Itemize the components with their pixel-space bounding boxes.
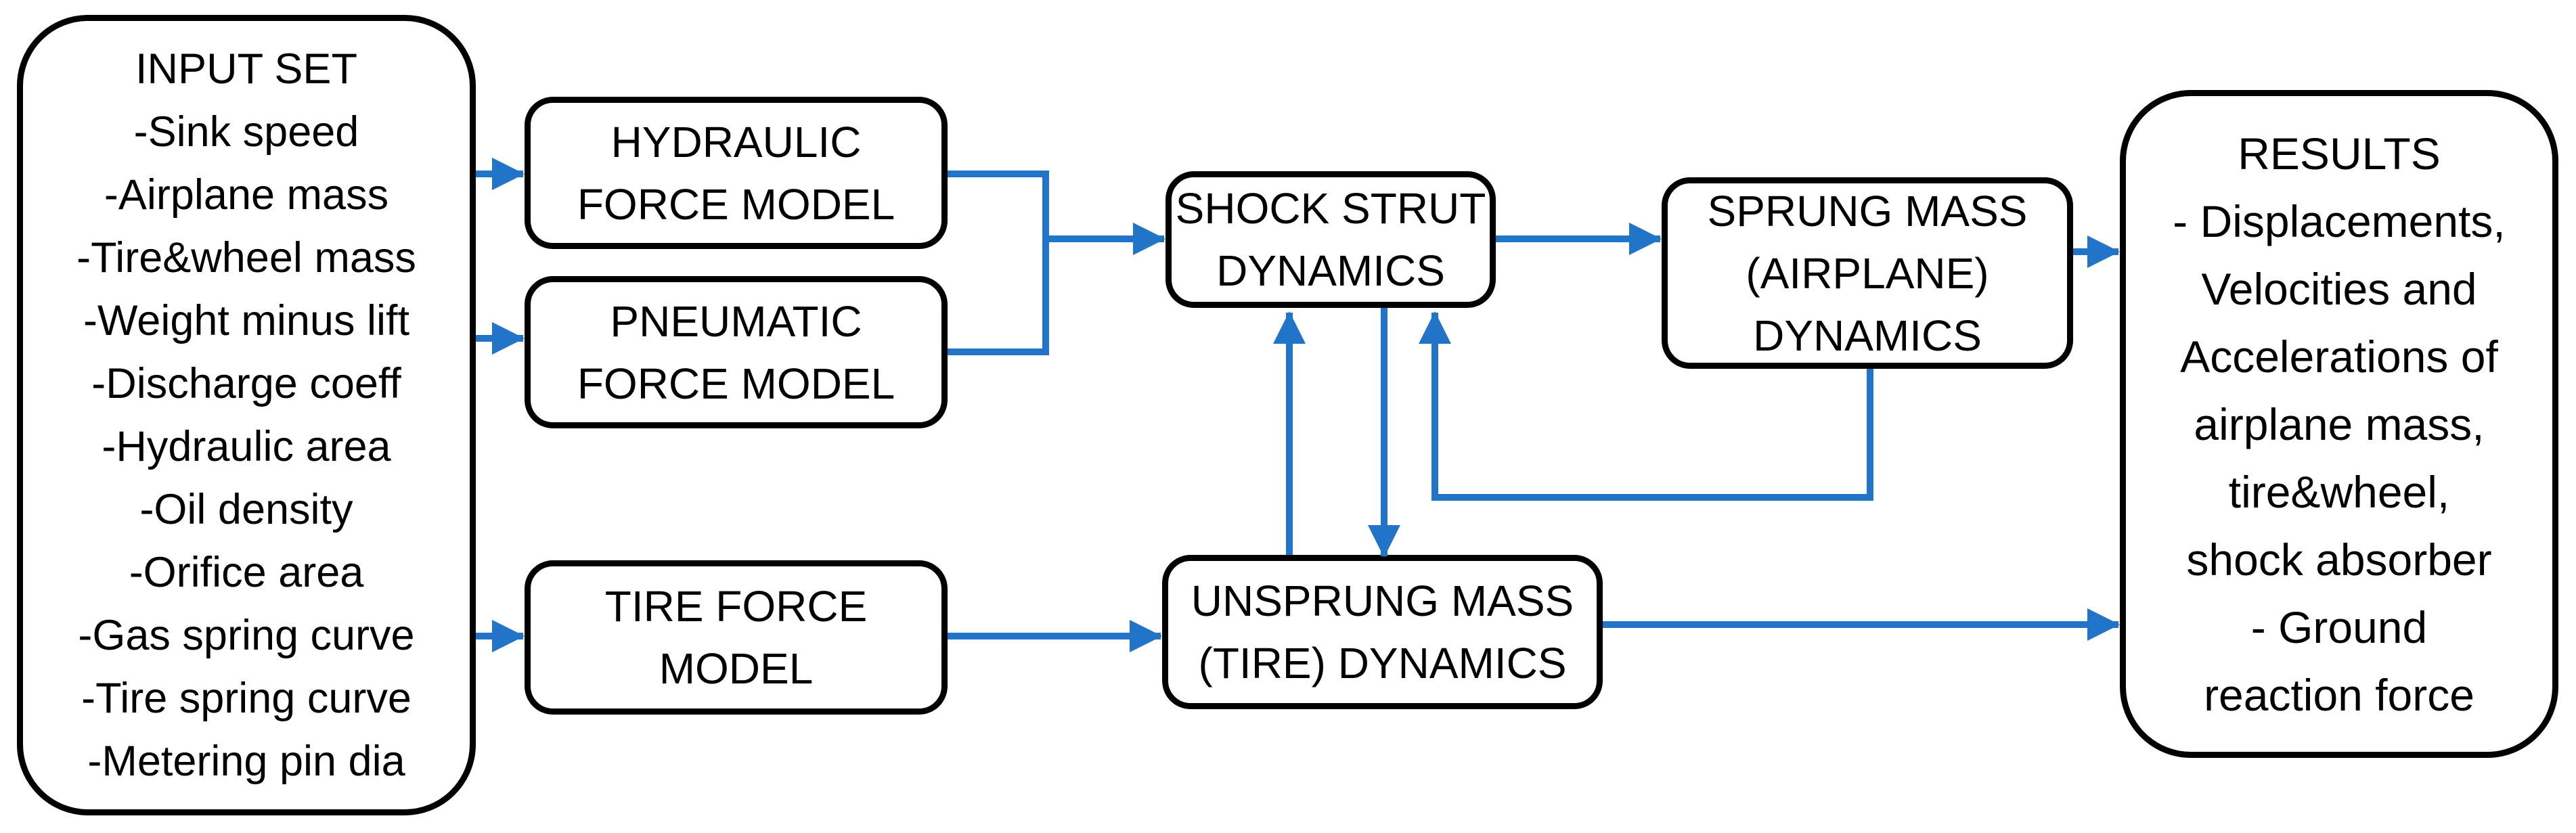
input-item: -Discharge coeff bbox=[91, 359, 401, 407]
node-label-line: (AIRPLANE) bbox=[1746, 248, 1989, 298]
node-pneumatic-force-model: PNEUMATIC FORCE MODEL bbox=[525, 276, 948, 428]
node-label-line: UNSPRUNG MASS bbox=[1191, 577, 1574, 625]
input-item: -Hydraulic area bbox=[102, 422, 391, 470]
results-line: reaction force bbox=[2204, 669, 2474, 720]
results-line: tire&wheel, bbox=[2228, 466, 2450, 517]
node-label-line: PNEUMATIC bbox=[610, 296, 862, 346]
results-line: shock absorber bbox=[2186, 534, 2492, 585]
node-label-line: FORCE MODEL bbox=[577, 179, 895, 229]
input-item: -Sink speed bbox=[133, 108, 359, 156]
node-results: RESULTS - Displacements, Velocities and … bbox=[2120, 90, 2558, 758]
input-item: -Oil density bbox=[139, 485, 353, 533]
results-title: RESULTS bbox=[2238, 128, 2441, 179]
node-shock-strut-dynamics: SHOCK STRUT DYNAMICS bbox=[1165, 171, 1496, 308]
input-item: -Airplane mass bbox=[104, 171, 389, 219]
input-item: -Tire&wheel mass bbox=[76, 233, 416, 282]
node-hydraulic-force-model: HYDRAULIC FORCE MODEL bbox=[525, 97, 948, 249]
input-item: -Weight minus lift bbox=[83, 296, 409, 344]
input-item: -Tire spring curve bbox=[81, 674, 412, 722]
node-unsprung-mass-dynamics: UNSPRUNG MASS (TIRE) DYNAMICS bbox=[1162, 555, 1603, 709]
node-label-line: HYDRAULIC bbox=[610, 117, 862, 166]
node-label-line: SHOCK STRUT bbox=[1175, 184, 1486, 233]
input-item: -Orifice area bbox=[129, 548, 364, 596]
node-label-line: DYNAMICS bbox=[1753, 311, 1982, 360]
node-input-set: INPUT SET -Sink speed -Airplane mass -Ti… bbox=[17, 15, 476, 815]
results-line: - Ground bbox=[2250, 602, 2428, 652]
node-label-line: FORCE MODEL bbox=[577, 359, 895, 408]
node-tire-force-model: TIRE FORCE MODEL bbox=[525, 560, 948, 715]
connector-force-merge bbox=[948, 171, 1049, 355]
input-item: -Gas spring curve bbox=[78, 611, 415, 659]
node-label-line: (TIRE) DYNAMICS bbox=[1198, 639, 1567, 688]
node-label-line: SPRUNG MASS bbox=[1707, 186, 2028, 235]
node-label-line: MODEL bbox=[659, 644, 814, 693]
results-line: airplane mass, bbox=[2194, 399, 2485, 449]
input-set-title: INPUT SET bbox=[135, 45, 357, 93]
node-label-line: TIRE FORCE bbox=[604, 582, 868, 631]
results-line: - Displacements, bbox=[2173, 196, 2506, 246]
input-item: -Metering pin dia bbox=[87, 737, 405, 785]
results-line: Accelerations of bbox=[2180, 331, 2498, 382]
results-line: Velocities and bbox=[2201, 263, 2477, 314]
node-sprung-mass-dynamics: SPRUNG MASS (AIRPLANE) DYNAMICS bbox=[1662, 177, 2073, 369]
node-label-line: DYNAMICS bbox=[1216, 246, 1445, 295]
